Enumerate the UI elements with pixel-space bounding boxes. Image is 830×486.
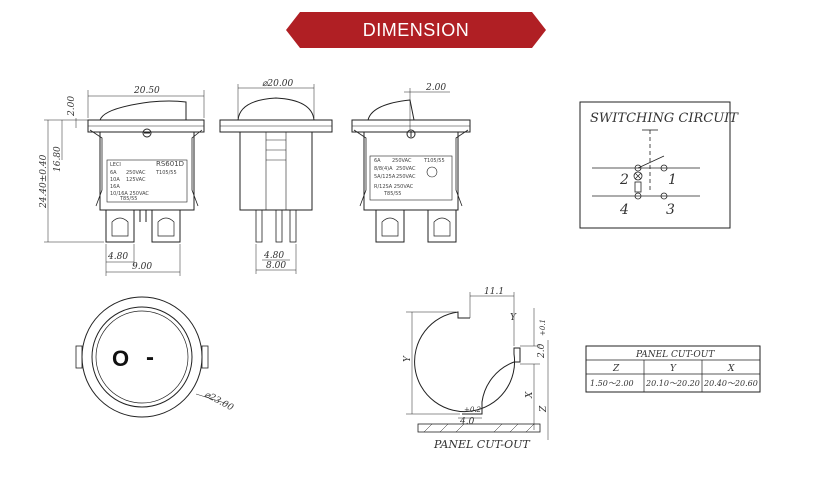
front-label-5: 125VAC xyxy=(126,177,146,183)
side-view xyxy=(219,84,333,274)
front-label-3: T105/55 xyxy=(155,170,177,176)
rear-label-2: T105/55 xyxy=(423,158,445,164)
front-label-8: T85/55 xyxy=(119,196,137,202)
cutout-z-dim: Z xyxy=(539,405,549,413)
table-header-z: Z xyxy=(612,364,620,374)
front-label-2: 250VAC xyxy=(126,170,146,176)
circuit-title: SWITCHING CIRCUIT xyxy=(590,111,739,126)
side-pin-large-dim: 8.00 xyxy=(266,261,286,271)
front-top-dim: 2.00 xyxy=(67,96,77,117)
circuit-terminal-4: 4 xyxy=(619,202,629,218)
rear-label-6: 250VAC xyxy=(396,174,416,180)
front-pin-large-dim: 9.00 xyxy=(132,262,152,272)
table-value-x: 20.40～20.60 xyxy=(703,379,758,388)
cutout-bottom-tol: +0.2 xyxy=(464,406,482,414)
table-header-y: Y xyxy=(670,364,677,374)
rear-label-3: 8/8(4)A xyxy=(374,166,393,172)
banner-shape xyxy=(286,12,546,48)
switching-circuit xyxy=(579,101,731,229)
cutout-table xyxy=(585,345,761,393)
rear-top-dim: 2.00 xyxy=(425,83,446,93)
cutout-x-dim: X xyxy=(525,391,535,399)
side-pin-small-dim: 4.80 xyxy=(263,251,284,261)
front-width-dim: 20.50 xyxy=(133,86,160,96)
rear-label-8: T85/55 xyxy=(383,191,401,197)
circuit-terminal-3: 3 xyxy=(666,202,675,218)
circuit-terminal-2: 2 xyxy=(619,172,629,188)
cutout-slot-tol: +0.1 xyxy=(539,319,547,336)
front-view xyxy=(44,90,205,276)
power-on-symbol: - xyxy=(146,344,154,371)
header-banner: DIMENSION xyxy=(286,12,546,48)
power-off-symbol: O xyxy=(112,346,129,371)
rear-label-1: 250VAC xyxy=(392,158,412,164)
front-mid-dim: 16.80 xyxy=(53,146,63,172)
table-title: PANEL CUT-OUT xyxy=(635,350,715,360)
front-label-7: 10/16A 250VAC xyxy=(110,191,149,197)
table-value-y: 20.10～20.20 xyxy=(645,379,700,388)
rear-label-4: 250VAC xyxy=(396,166,416,172)
front-label-brand: LECI xyxy=(110,162,121,168)
panel-cutout-drawing xyxy=(406,292,549,440)
table-header-x: X xyxy=(727,364,735,374)
cutout-caption: PANEL CUT-OUT xyxy=(433,438,531,451)
cutout-y-dim: Y xyxy=(403,355,413,362)
page-title: DIMENSION xyxy=(362,20,470,40)
front-label-4: 10A xyxy=(110,177,120,183)
table-value-z: 1.50～2.00 xyxy=(590,379,634,388)
cutout-bottom-dim: 4.0 xyxy=(459,417,475,427)
front-label-1: 6A xyxy=(110,170,117,176)
circuit-terminal-1: 1 xyxy=(668,172,677,188)
rear-label-5: 5A/125A xyxy=(374,174,396,180)
rear-view xyxy=(351,88,471,243)
cutout-slot-dim: 2.0 xyxy=(537,343,547,359)
front-total-dim: 24.40±0.40 xyxy=(39,154,49,209)
rear-label-7: R/12SA 250VAC xyxy=(374,184,414,190)
cutout-top-dim: 11.1 xyxy=(484,287,504,297)
front-label-model: RS601D xyxy=(156,160,184,168)
cutout-y-diagonal: Y xyxy=(510,313,517,323)
rear-label-0: 6A xyxy=(374,158,381,164)
top-diameter-dim: ⌀23.00 xyxy=(203,390,235,414)
front-pin-small-dim: 4.80 xyxy=(107,252,128,262)
front-label-6: 16A xyxy=(110,184,120,190)
side-diameter-dim: ⌀20.00 xyxy=(262,79,293,89)
top-view xyxy=(75,296,229,418)
